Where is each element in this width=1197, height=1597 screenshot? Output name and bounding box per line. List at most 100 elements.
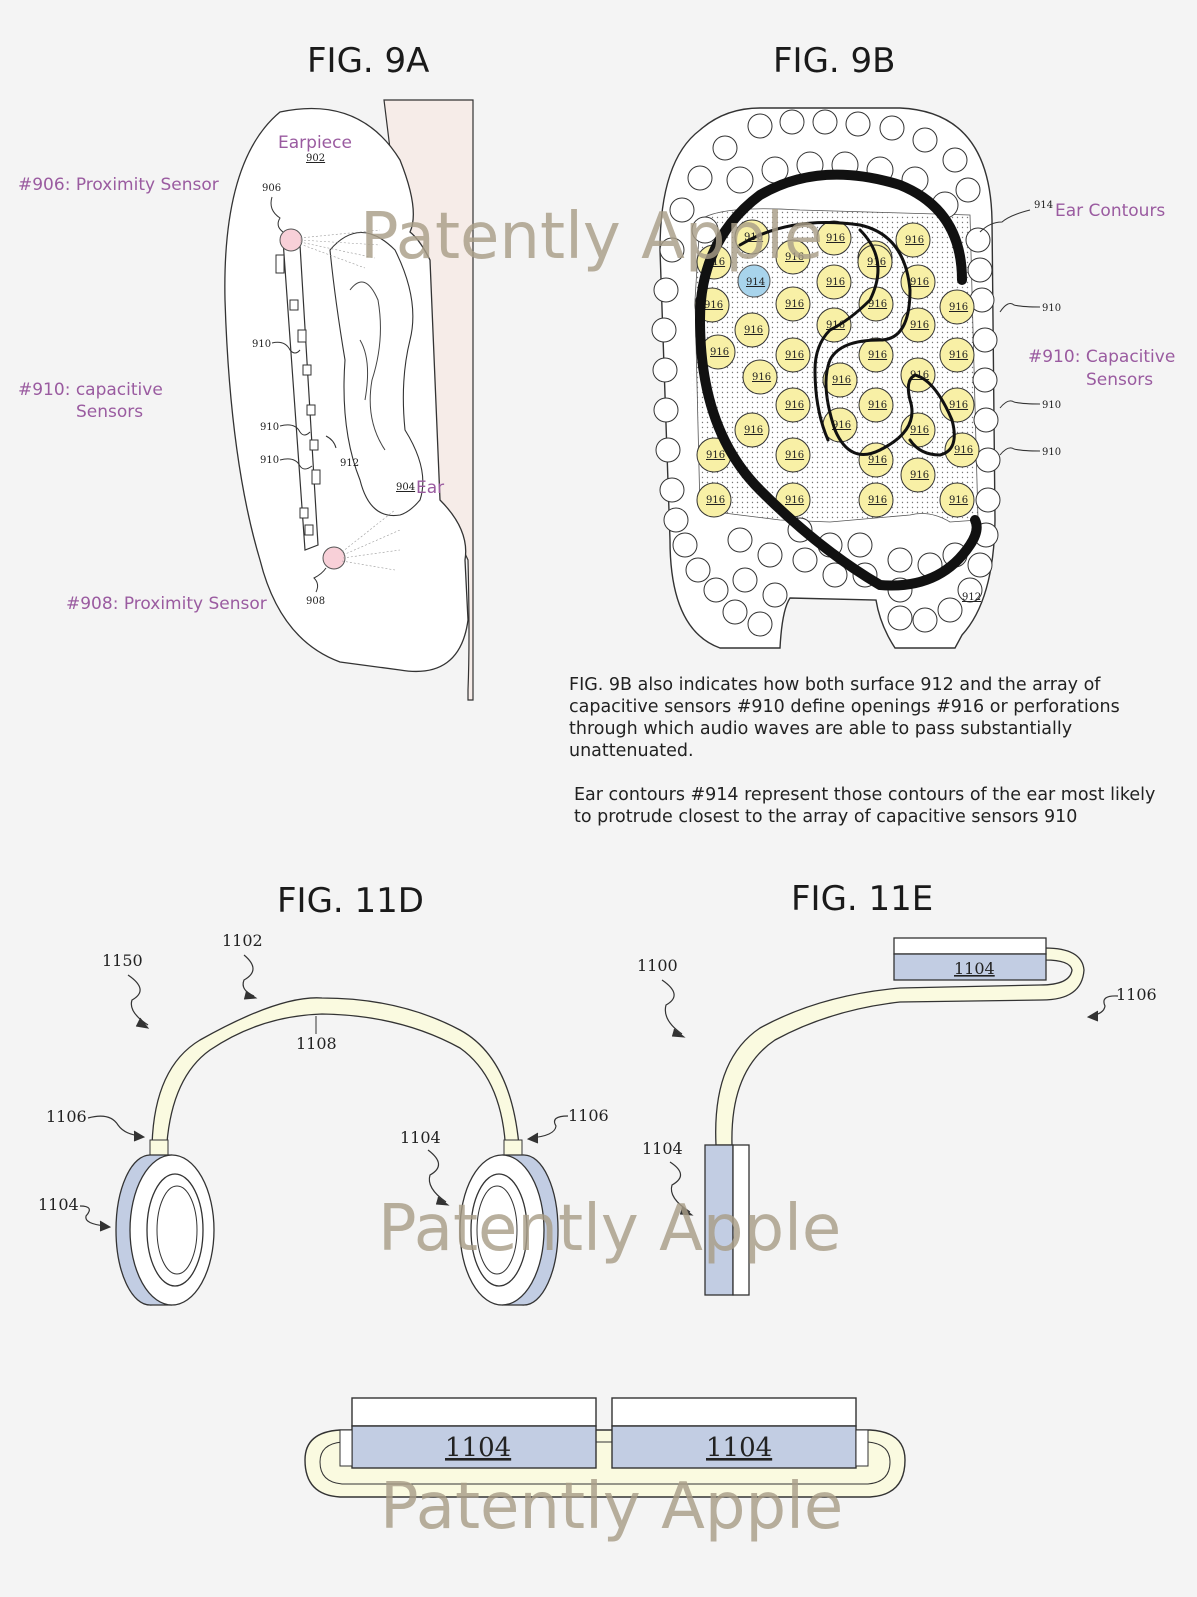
ref-916: 916 <box>785 400 804 411</box>
ref-916: 916 <box>826 277 845 288</box>
fig-11e-title: FIG. 11E <box>791 879 933 919</box>
ref-916: 916 <box>832 375 851 386</box>
perforation-hole <box>974 408 998 432</box>
perforation-hole <box>704 578 728 602</box>
perforation-hole <box>880 116 904 140</box>
ref-916: 916 <box>868 495 887 506</box>
leader-910-b2 <box>1000 401 1040 408</box>
arrow-1106-left <box>134 1131 144 1141</box>
fig-9a-title: FIG. 9A <box>307 41 429 81</box>
fig-9b-title: FIG. 9B <box>773 41 896 81</box>
ref-916: 916 <box>785 495 804 506</box>
label-proximity-908: #908: Proximity Sensor <box>66 594 267 614</box>
label-proximity-906: #906: Proximity Sensor <box>18 175 219 195</box>
watermark-middle: Patently Apple <box>378 1192 841 1266</box>
watermark-bottom: Patently Apple <box>380 1470 843 1544</box>
perforation-hole <box>748 612 772 636</box>
ref-916: 916 <box>785 350 804 361</box>
ref-916: 916 <box>905 235 924 246</box>
ref-1150: 1150 <box>102 951 143 970</box>
perforation-hole <box>758 543 782 567</box>
description-ear-contours: Ear contours #914 represent those contou… <box>574 784 1174 828</box>
arrow-1102 <box>244 991 256 999</box>
label-capacitive-910-a-line1: #910: capacitive <box>18 380 163 400</box>
ref-916: 916 <box>752 372 771 383</box>
ref-904: 904 <box>396 482 415 493</box>
ref-916: 916 <box>704 300 723 311</box>
perforation-hole <box>913 608 937 632</box>
ref-916: 916 <box>949 400 968 411</box>
ref-914: 914 <box>1034 200 1053 211</box>
opening-916: 916 <box>859 338 893 372</box>
ref-1106-right: 1106 <box>568 1106 609 1125</box>
perforation-hole <box>780 110 804 134</box>
ref-912-a: 912 <box>340 458 359 469</box>
perforation-hole <box>673 533 697 557</box>
perforation-hole <box>723 600 747 624</box>
perforation-hole <box>654 278 678 302</box>
ref-916: 916 <box>910 320 929 331</box>
perforation-hole <box>848 533 872 557</box>
ref-916: 916 <box>744 325 763 336</box>
fig-11d-title: FIG. 11D <box>277 881 424 921</box>
arrow-1104-left <box>100 1221 110 1231</box>
perforation-hole <box>846 112 870 136</box>
ref-910-a1: 910 <box>252 339 271 350</box>
opening-916: 916 <box>859 443 893 477</box>
leader-910-b3 <box>1000 448 1040 455</box>
perforation-hole <box>888 606 912 630</box>
ref-916: 916 <box>785 450 804 461</box>
proximity-sensor-908 <box>323 547 345 569</box>
ref-910-b1: 910 <box>1042 303 1061 314</box>
description-fig-9b: FIG. 9B also indicates how both surface … <box>569 674 1169 762</box>
arrow-1150 <box>136 1018 148 1028</box>
ref-910-a2: 910 <box>260 422 279 433</box>
label-ear: Ear <box>416 478 444 498</box>
perforation-hole <box>973 328 997 352</box>
perforation-hole <box>656 438 680 462</box>
opening-916: 916 <box>776 388 810 422</box>
ref-1104-top: 1104 <box>954 959 995 978</box>
ref-912-b: 912 <box>962 592 981 603</box>
arrow-1106-right <box>528 1133 538 1143</box>
ref-916: 916 <box>868 350 887 361</box>
perforation-hole <box>938 598 962 622</box>
folded-pad-left-white <box>352 1398 596 1426</box>
label-ear-contours: Ear Contours <box>1055 201 1165 221</box>
opening-916: 916 <box>743 360 777 394</box>
perforation-hole <box>956 178 980 202</box>
opening-916: 916 <box>776 338 810 372</box>
folded-hinge-left <box>340 1430 352 1466</box>
perforation-hole <box>813 110 837 134</box>
perforation-hole <box>727 167 753 193</box>
folded-hinge-right <box>856 1430 868 1466</box>
opening-916: 916 <box>776 438 810 472</box>
watermark-top: Patently Apple <box>360 200 823 274</box>
leader-1106-left <box>88 1116 142 1136</box>
ref-1104-side: 1104 <box>642 1139 683 1158</box>
opening-916: 916 <box>735 413 769 447</box>
ref-916: 916 <box>910 470 929 481</box>
leader-1102 <box>243 955 254 996</box>
folded-pad-right-white <box>612 1398 856 1426</box>
ref-916: 916 <box>868 455 887 466</box>
opening-916: 916 <box>697 483 731 517</box>
ref-1104-folded-right: 1104 <box>706 1433 772 1463</box>
ref-916: 916 <box>706 450 725 461</box>
ref-916: 916 <box>826 233 845 244</box>
ref-910-b3: 910 <box>1042 447 1061 458</box>
perforation-hole <box>968 553 992 577</box>
label-capacitive-910-a-line2: Sensors <box>76 402 143 422</box>
perforation-hole <box>713 136 737 160</box>
ref-916: 916 <box>868 400 887 411</box>
opening-916: 916 <box>735 313 769 347</box>
opening-916: 916 <box>859 483 893 517</box>
perforation-hole <box>943 148 967 172</box>
leader-1150 <box>128 975 148 1025</box>
ref-910-b2: 910 <box>1042 400 1061 411</box>
leader-910-b1 <box>1000 304 1040 312</box>
perforation-hole <box>733 568 757 592</box>
perforation-hole <box>888 548 912 572</box>
opening-916: 916 <box>776 287 810 321</box>
perforation-hole <box>976 488 1000 512</box>
